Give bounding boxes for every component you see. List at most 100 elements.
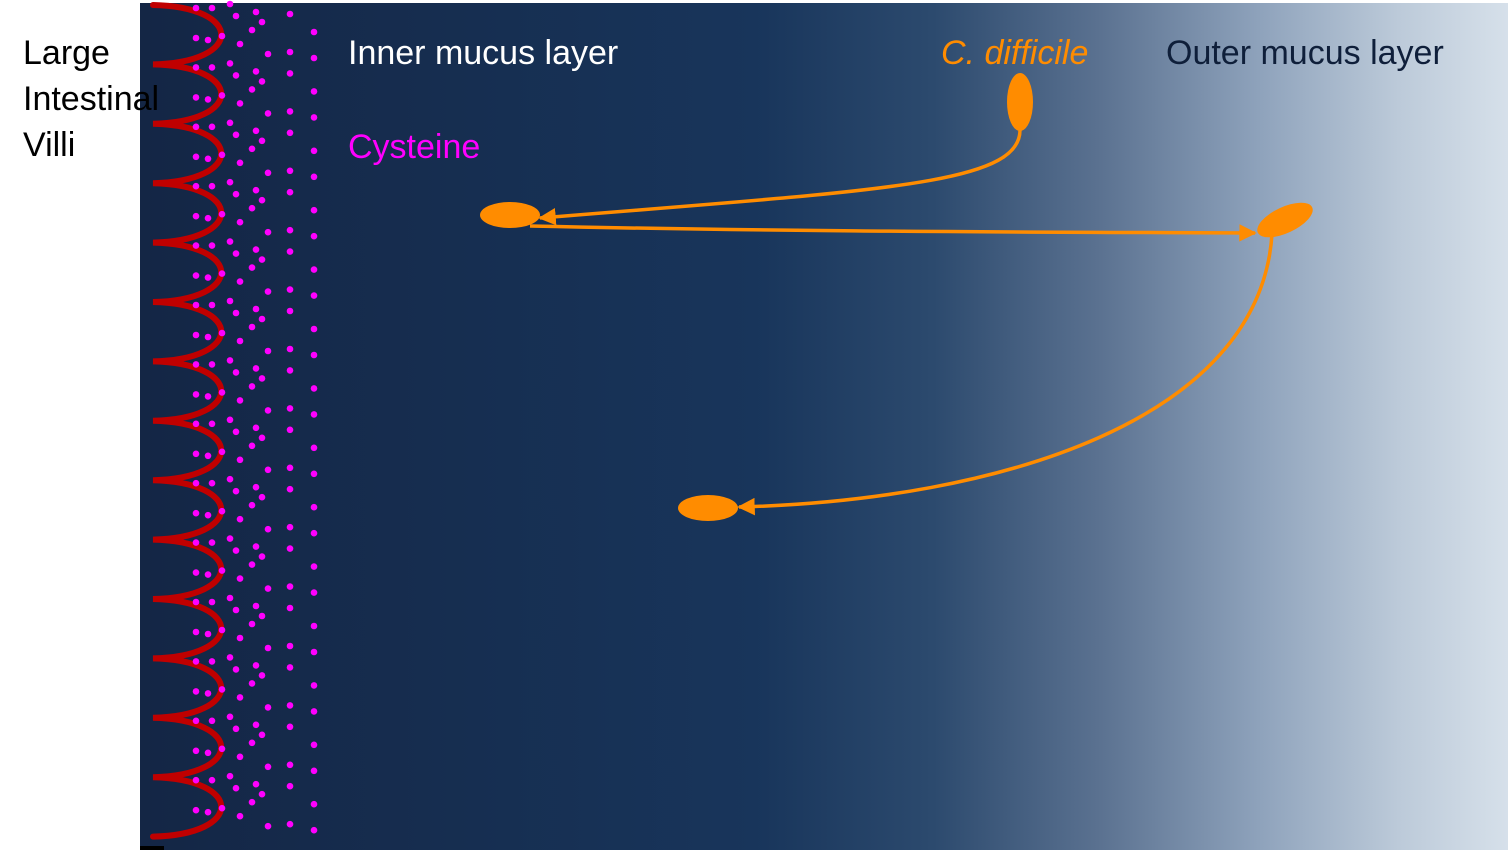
cysteine-dot: [264, 644, 272, 652]
cysteine-dot: [236, 575, 244, 582]
cysteine-dot: [208, 301, 216, 309]
cysteine-dot: [310, 206, 318, 214]
cysteine-dot: [310, 266, 318, 273]
cysteine-dot: [248, 739, 256, 747]
cysteine-dot: [264, 585, 272, 592]
cysteine-dot: [248, 798, 256, 806]
cysteine-dot: [264, 466, 272, 474]
cysteine-dot: [248, 442, 256, 450]
cysteine-dot: [204, 452, 212, 460]
cysteine-dot: [232, 12, 240, 20]
cysteine-dot: [264, 228, 272, 236]
cysteine-dot: [236, 100, 244, 107]
cysteine-dot: [226, 416, 234, 424]
cysteine-dot: [192, 569, 200, 576]
cysteine-dot: [208, 4, 216, 12]
cysteine-dot: [310, 88, 318, 95]
cysteine-dot: [236, 812, 244, 820]
cysteine-dot: [252, 662, 260, 669]
cysteine-dot: [252, 68, 260, 75]
cysteine-dot: [208, 361, 216, 368]
cysteine-dot: [248, 204, 256, 212]
cysteine-dot: [236, 278, 244, 285]
cysteine-dot: [192, 776, 200, 784]
cysteine-dot: [286, 545, 294, 552]
cysteine-dot: [218, 389, 226, 396]
cysteine-dot: [226, 713, 234, 721]
cysteine-dot: [286, 723, 294, 731]
cysteine-dot: [310, 173, 318, 181]
c-difficile-cell-outer: [1257, 202, 1313, 238]
cysteine-dot: [236, 753, 244, 761]
cysteine-dot: [310, 114, 318, 121]
cysteine-dot: [286, 10, 294, 18]
cysteine-dot: [236, 634, 244, 642]
cysteine-dot: [286, 642, 294, 650]
cysteine-dot: [310, 622, 318, 630]
cysteine-dot: [310, 682, 318, 689]
cysteine-dot: [258, 493, 266, 501]
cysteine-dot: [286, 129, 294, 137]
cysteine-dot: [310, 28, 318, 36]
cysteine-dot: [226, 0, 234, 8]
cysteine-dot: [248, 145, 256, 153]
cysteine-dot: [218, 686, 226, 693]
cysteine-dot: [204, 214, 212, 222]
cysteine-dot: [192, 628, 200, 636]
cysteine-dot: [310, 325, 318, 333]
cysteine-dot: [310, 411, 318, 418]
cysteine-dot: [226, 654, 234, 661]
cysteine-dot: [258, 18, 266, 26]
cysteine-dot: [236, 515, 244, 523]
cysteine-dot: [192, 747, 200, 755]
cysteine-dot: [236, 159, 244, 167]
cysteine-dot: [310, 826, 318, 834]
cysteine-label: Cysteine: [348, 128, 481, 166]
cysteine-dot: [286, 367, 294, 374]
cysteine-dot: [192, 806, 200, 814]
cysteine-dot: [286, 226, 294, 234]
cysteine-dot: [310, 147, 318, 155]
cysteine-dot: [204, 808, 212, 816]
cysteine-dot: [258, 612, 266, 620]
cysteine-dot: [226, 297, 234, 305]
cysteine-dot: [264, 347, 272, 355]
cysteine-dot: [192, 34, 200, 42]
cysteine-dot: [310, 232, 318, 240]
cysteine-dot: [204, 36, 212, 44]
cysteine-dot: [192, 123, 200, 131]
cysteine-dot: [218, 32, 226, 40]
cysteine-dot: [286, 48, 294, 56]
cysteine-dot: [264, 525, 272, 533]
cysteine-dot: [236, 456, 244, 464]
cysteine-dot: [192, 4, 200, 12]
mucus-gradient-background: [140, 3, 1508, 850]
cysteine-dot: [192, 212, 200, 220]
cysteine-dot: [232, 784, 240, 792]
cysteine-dot: [192, 301, 200, 309]
inner-mucus-layer-label: Inner mucus layer: [348, 34, 619, 72]
cysteine-dot: [226, 357, 234, 364]
cysteine-dot: [252, 365, 260, 372]
c-difficile-cell-inner: [480, 202, 540, 228]
cysteine-dot: [286, 286, 294, 293]
cysteine-dot: [310, 741, 318, 749]
cysteine-dot: [204, 155, 212, 163]
cysteine-dot: [218, 745, 226, 753]
cysteine-dot: [286, 70, 294, 77]
cysteine-dot: [204, 274, 212, 281]
cysteine-dot: [192, 420, 200, 428]
cysteine-dot: [232, 190, 240, 198]
cysteine-dot: [192, 539, 200, 546]
cysteine-dot: [218, 210, 226, 218]
cysteine-dot: [310, 767, 318, 775]
cysteine-dot: [236, 337, 244, 345]
cysteine-dot: [192, 391, 200, 398]
cysteine-dot: [286, 583, 294, 590]
villi-label-line-3: Villi: [23, 126, 76, 164]
cysteine-dot: [286, 664, 294, 671]
cysteine-dot: [286, 702, 294, 709]
cysteine-dot: [310, 470, 318, 478]
cysteine-dot: [258, 78, 266, 85]
cysteine-dot: [226, 178, 234, 186]
